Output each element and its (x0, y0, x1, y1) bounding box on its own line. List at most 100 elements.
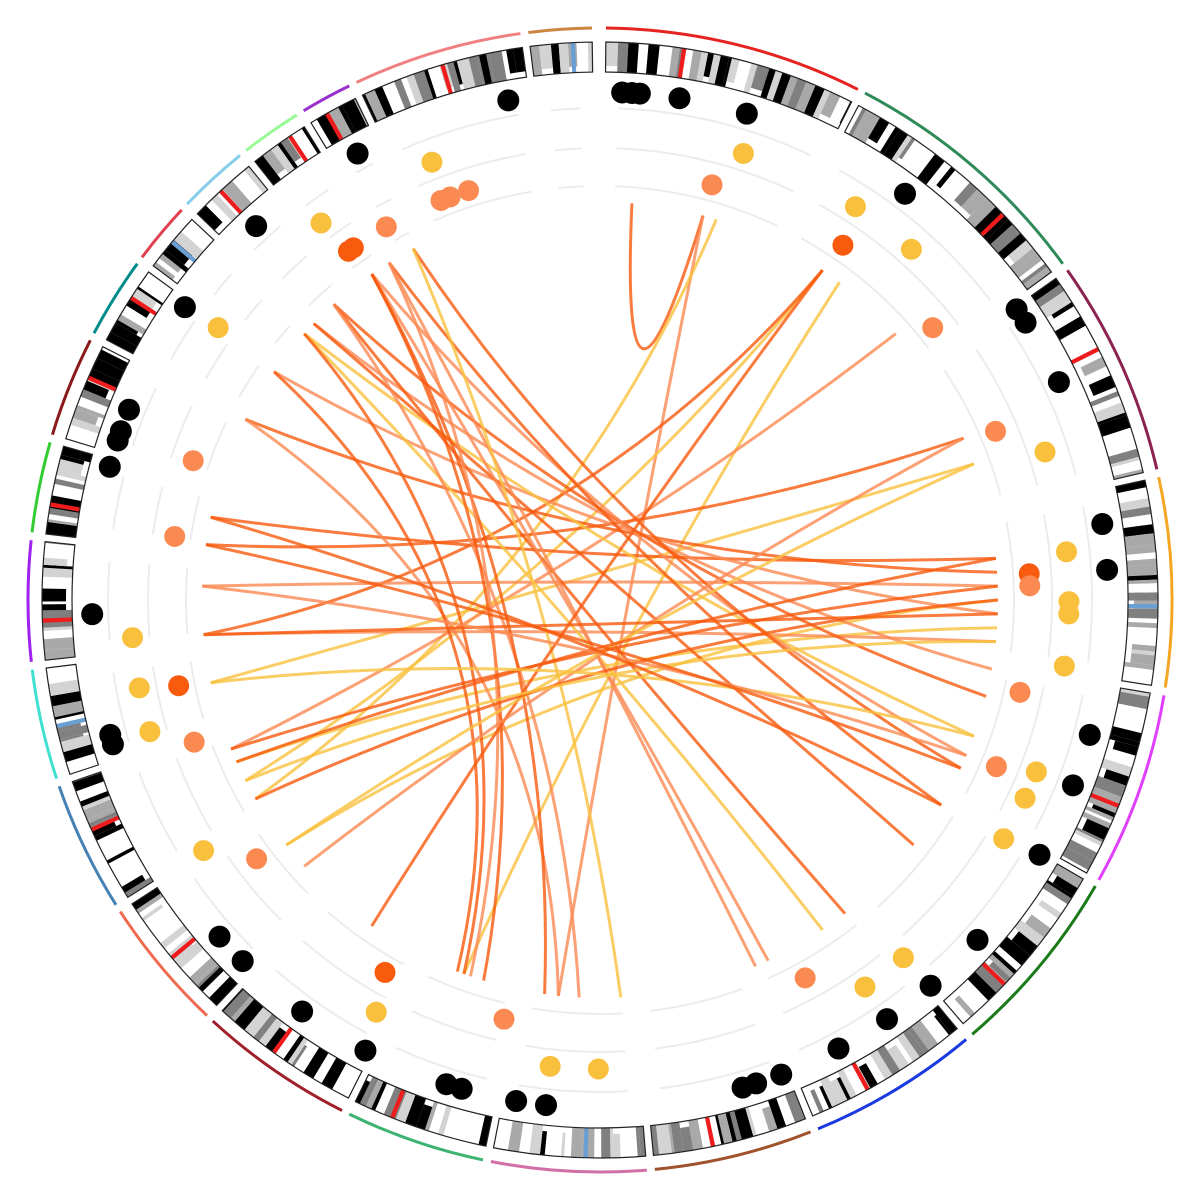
ideogram-band (97, 349, 129, 372)
scatter-point (701, 174, 723, 196)
ideogram-band (478, 1115, 493, 1147)
black-point (668, 87, 691, 110)
ideogram-band (362, 93, 378, 123)
ideogram-band (1042, 882, 1072, 905)
ideogram-outline (1030, 277, 1144, 481)
ideogram-band (1038, 899, 1062, 919)
track-gridline (1005, 521, 1015, 653)
ideogram-outline (221, 987, 363, 1099)
ideogram-band (83, 380, 110, 399)
ideogram-band (851, 109, 870, 138)
link (202, 580, 998, 588)
ideogram-band (168, 934, 196, 959)
ideogram-band (362, 1077, 379, 1107)
ideogram-band (42, 609, 73, 620)
centromere-band (1089, 792, 1120, 808)
track-gridline (1082, 506, 1093, 663)
black-point (98, 455, 121, 478)
track-gridline (401, 113, 519, 151)
ideogram-band (1081, 811, 1112, 829)
ideogram-band (954, 995, 976, 1018)
ideogram-band (650, 1125, 660, 1156)
ideogram-band (836, 1077, 851, 1101)
ideogram-band (1131, 649, 1156, 656)
ideogram-band (1021, 263, 1048, 285)
ideogram-band (668, 1123, 675, 1154)
link (244, 269, 824, 782)
ideogram-band (1123, 524, 1154, 537)
link (628, 203, 705, 351)
chromosome-arc (864, 91, 1064, 265)
ideogram-band (1009, 247, 1037, 272)
ideogram-band (406, 74, 424, 105)
ideogram-band (141, 904, 164, 922)
scatter-point (374, 961, 396, 983)
ideogram-band (1052, 875, 1078, 896)
ideogram-band (803, 85, 825, 117)
ideogram-band (124, 876, 154, 898)
ideogram-band (989, 961, 1011, 983)
ideogram-band (87, 808, 117, 824)
ideogram-band (446, 61, 462, 93)
ideogram-band (1127, 592, 1158, 601)
black-point (1091, 513, 1114, 536)
ideogram-outline (105, 271, 174, 355)
ideogram-band (550, 43, 561, 75)
scatter-point (122, 627, 144, 649)
scatter-point (493, 1008, 515, 1030)
track-gridline (838, 169, 992, 302)
ideogram-band (208, 976, 238, 1006)
ideogram-band (974, 206, 1005, 237)
ideogram-outline (45, 663, 100, 776)
ideogram-band (529, 1123, 544, 1155)
ideogram-band (60, 454, 85, 465)
ideogram-band (321, 1057, 347, 1090)
ideogram-band (1125, 544, 1156, 555)
ideogram-band (359, 1076, 375, 1105)
track-gridline (998, 686, 1045, 812)
track-gridline (395, 1046, 488, 1080)
chromosome-arcs (26, 26, 1174, 1174)
chromosome-arc (302, 84, 350, 113)
ideogram-band (265, 1027, 289, 1054)
ideogram-band (1108, 448, 1140, 465)
link (411, 247, 962, 770)
ideogram-outline (1114, 479, 1159, 687)
ideogram-band (468, 55, 484, 87)
ideogram-band (645, 44, 660, 76)
centromere-band (87, 375, 117, 392)
ideogram-band (174, 941, 204, 969)
centromere-band (980, 212, 1005, 237)
ideogram-band (1066, 839, 1098, 862)
scatter-point (193, 840, 215, 862)
ideogram-band (961, 189, 981, 210)
link (235, 556, 997, 764)
track-gridline (329, 222, 352, 239)
ideogram-band (934, 1014, 952, 1036)
scatter-point (128, 677, 150, 699)
track-gridline (659, 1061, 770, 1090)
ideogram-band (837, 1068, 857, 1099)
ideogram-ring (41, 41, 1159, 1159)
ideogram-band (954, 182, 978, 207)
ideogram-band (1084, 805, 1114, 821)
ideogram-band (189, 957, 217, 984)
black-point (894, 182, 917, 205)
ideogram-band (848, 107, 867, 136)
ideogram-band (1103, 769, 1130, 786)
black-point (109, 420, 132, 443)
ideogram-band (1073, 829, 1103, 846)
link (205, 436, 965, 549)
black-point (354, 1039, 377, 1062)
ideogram-band (855, 111, 881, 144)
ideogram-band (810, 1089, 824, 1113)
black-point (919, 974, 942, 997)
ideogram-band (1131, 644, 1157, 652)
ideogram-band (132, 887, 161, 910)
track-gridline (394, 231, 410, 242)
ideogram-band (605, 42, 619, 67)
link (312, 322, 915, 847)
ideogram-band (54, 478, 85, 490)
ideogram-band (416, 1104, 433, 1130)
